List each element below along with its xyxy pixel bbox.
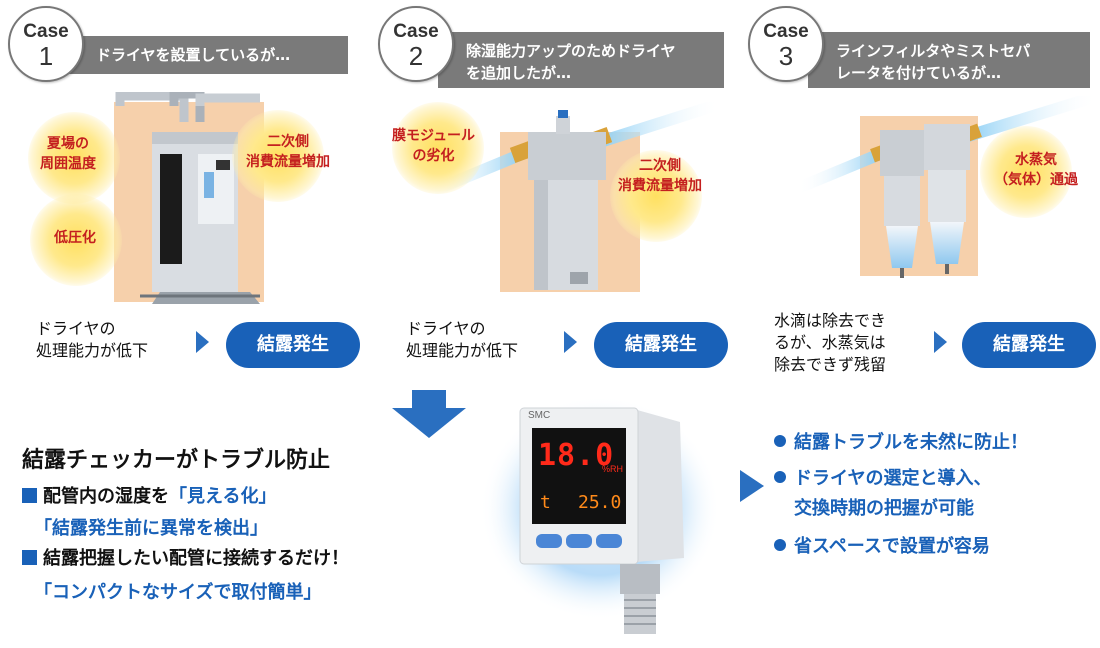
case-2-label-membrane: 膜モジュール の劣化: [392, 128, 476, 164]
case-1-glow-2: [232, 110, 324, 202]
air-dryer-illustration: [114, 92, 264, 304]
feature-2-text: 結露把握したい配管に接続するだけ！: [43, 548, 349, 569]
feature-2-sub: 「コンパクトなサイズで取付簡単」: [34, 582, 322, 603]
case-2-label: Case: [393, 21, 439, 42]
case-1-glow-3: [30, 194, 122, 286]
square-bullet-icon: [22, 550, 37, 565]
case-2-glow-2: [610, 150, 702, 242]
case-1-label: Case: [23, 21, 69, 42]
case-2-title: 除湿能力アップのためドライヤ を追加したが…: [438, 32, 724, 88]
case-1-cause: ドライヤの 処理能力が低下: [36, 319, 149, 360]
benefit-2b-text: 交換時期の把握が可能: [794, 498, 974, 519]
benefit-3: 省スペースで設置が容易: [774, 534, 990, 560]
sensor-graphic: [480, 396, 720, 634]
benefit-2-cont: 交換時期の把握が可能: [794, 496, 974, 522]
line-filter-illustration: [798, 96, 1098, 278]
sensor-unit: %RH: [602, 464, 624, 474]
case-3-label: Case: [763, 21, 809, 42]
case-1-result-badge: 結露発生: [226, 322, 360, 368]
case-2-panel: Case 2 除湿能力アップのためドライヤ を追加したが… 膜モジュール の劣化…: [378, 6, 728, 386]
sensor-sub-value: 25.0: [578, 492, 622, 513]
case-2-label-flow: 二次側 消費流量増加: [618, 158, 702, 194]
solution-title: 結露チェッカーがトラブル防止: [22, 448, 331, 473]
feature-1-sub: 「結露発生前に異常を検出」: [34, 518, 268, 539]
sensor-sub-label: t: [540, 492, 551, 513]
case-2-cause: ドライヤの 処理能力が低下: [406, 319, 519, 360]
benefit-1-text: 結露トラブルを未然に防止！: [794, 432, 1028, 453]
case-3-glow-1: [980, 126, 1072, 218]
case-2-number: 2: [408, 41, 424, 71]
case-1-number: 1: [38, 41, 54, 71]
case-3-badge: Case 3: [748, 6, 824, 82]
sensor-brand: SMC: [528, 410, 551, 421]
case-3-title: ラインフィルタやミストセパ レータを付けているが…: [808, 32, 1090, 88]
feature-1-highlight: 「見える化」: [169, 486, 277, 507]
case-1-label-flow: 二次側 消費流量増加: [246, 134, 330, 170]
humidity-sensor-illustration: SMC 18.0 %RH t 25.0: [480, 388, 720, 638]
case-2-glow-1: [392, 102, 484, 194]
case-2-result-badge: 結露発生: [594, 322, 728, 368]
benefit-2: ドライヤの選定と導入、: [774, 466, 991, 492]
bullet-dot-icon: [774, 539, 786, 551]
case-1-label-pressure: 低圧化: [54, 230, 96, 246]
sensor-main-value: 18.0: [538, 438, 615, 473]
case-3-label-vapor: 水蒸気 （気体）通過: [994, 152, 1078, 188]
case-3-panel: Case 3 ラインフィルタやミストセパ レータを付けているが…: [748, 6, 1098, 386]
case-1-label-temperature: 夏場の 周囲温度: [40, 136, 96, 172]
case-1-arrow-icon: [196, 331, 209, 353]
chevron-right-icon: [740, 470, 764, 502]
feature-1: 配管内の湿度を「見える化」: [22, 484, 276, 510]
bullet-dot-icon: [774, 471, 786, 483]
case-2-badge: Case 2: [378, 6, 454, 82]
benefit-2-text: ドライヤの選定と導入、: [794, 468, 992, 489]
feature-2: 結露把握したい配管に接続するだけ！: [22, 546, 349, 572]
case-1-glow-1: [28, 112, 120, 204]
bullet-dot-icon: [774, 435, 786, 447]
benefit-1: 結露トラブルを未然に防止！: [774, 430, 1028, 456]
case-3-arrow-icon: [934, 331, 947, 353]
case-1-badge: Case 1: [8, 6, 84, 82]
case-3-cause: 水滴は除去でき るが、水蒸気は 除去できず残留: [774, 311, 887, 374]
benefit-3-text: 省スペースで設置が容易: [794, 536, 990, 557]
case-1-title: ドライヤを設置しているが…: [68, 36, 348, 74]
case-3-number: 3: [778, 41, 794, 71]
case-3-result-badge: 結露発生: [962, 322, 1096, 368]
case-1-panel: Case 1 ドライヤを設置しているが… 夏場の 周囲温度 二次側 消費流量増加…: [8, 6, 358, 386]
case-2-arrow-icon: [564, 331, 577, 353]
feature-1-text: 配管内の湿度を: [43, 486, 169, 507]
down-arrow-icon: [392, 390, 466, 438]
square-bullet-icon: [22, 488, 37, 503]
